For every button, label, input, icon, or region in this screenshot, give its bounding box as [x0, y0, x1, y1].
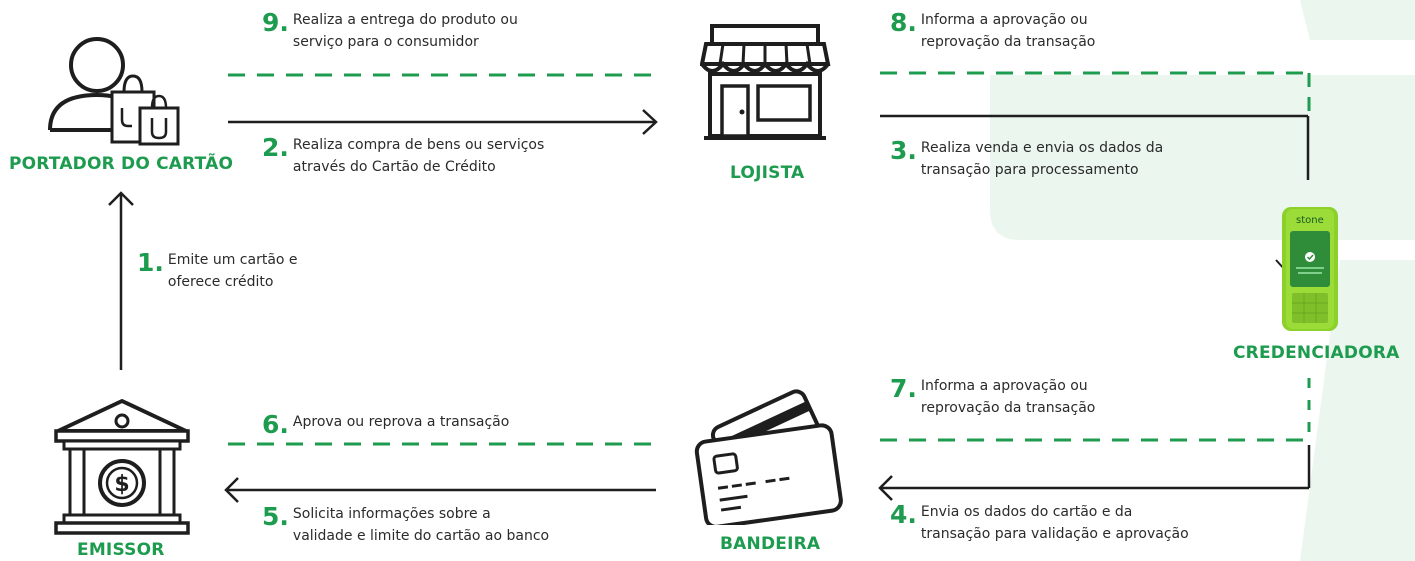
- step-2-text: Realiza compra de bens ou serviços atrav…: [293, 134, 544, 178]
- step-6: 6. Aprova ou reprova a transação: [262, 412, 509, 438]
- bank-icon: $: [54, 399, 190, 535]
- step-9-line-2: serviço para o consumidor: [292, 34, 479, 50]
- step-4-text: Envia os dados do cartão e da transação …: [921, 501, 1189, 545]
- step-9-line-1: Realiza a entrega do produto ou: [292, 12, 518, 28]
- connector-step-1: [108, 191, 134, 370]
- connector-step-8: [880, 71, 1311, 118]
- cardholder-label: PORTADOR DO CARTÃO: [9, 154, 234, 174]
- issuer-label: EMISSOR: [77, 540, 165, 560]
- connector-step-5: [224, 477, 656, 503]
- connector-step-3: [880, 114, 1310, 180]
- step-3-number: 3.: [890, 136, 917, 165]
- merchant-label: LOJISTA: [730, 163, 805, 183]
- connector-step-2: [228, 109, 658, 135]
- terminal-brand: stone: [1296, 215, 1324, 226]
- step-3-line-2: transação para processamento: [920, 162, 1139, 178]
- step-2: 2. Realiza compra de bens ou serviços at…: [262, 135, 544, 178]
- step-9: 9. Realiza a entrega do produto ou servi…: [262, 10, 518, 53]
- step-6-text: Aprova ou reprova a transação: [293, 411, 509, 433]
- step-8: 8. Informa a aprovação ou reprovação da …: [890, 10, 1095, 53]
- card-terminal-icon: [1275, 207, 1338, 331]
- step-1-line-1: Emite um cartão e: [167, 252, 298, 268]
- step-1-number: 1.: [137, 248, 164, 277]
- step-1-text: Emite um cartão e oferece crédito: [168, 249, 298, 293]
- step-7-number: 7.: [890, 374, 917, 403]
- step-3-line-1: Realiza venda e envia os dados da: [920, 140, 1164, 156]
- step-8-line-2: reprovação da transação: [920, 34, 1096, 50]
- step-5-number: 5.: [262, 502, 289, 531]
- step-2-number: 2.: [262, 133, 289, 162]
- step-6-line-1: Aprova ou reprova a transação: [292, 414, 510, 430]
- step-8-text: Informa a aprovação ou reprovação da tra…: [921, 9, 1095, 53]
- step-7-line-1: Informa a aprovação ou: [920, 378, 1088, 394]
- step-9-text: Realiza a entrega do produto ou serviço …: [293, 9, 518, 53]
- connector-step-7: [880, 378, 1311, 442]
- step-7-line-2: reprovação da transação: [920, 400, 1096, 416]
- step-1-line-2: oferece crédito: [167, 274, 274, 290]
- storefront-icon: [700, 24, 831, 140]
- step-3: 3. Realiza venda e envia os dados da tra…: [890, 138, 1163, 181]
- step-5-line-2: validade e limite do cartão ao banco: [292, 528, 550, 544]
- credit-cards-icon: [694, 389, 843, 525]
- step-7: 7. Informa a aprovação ou reprovação da …: [890, 376, 1095, 419]
- step-4-line-1: Envia os dados do cartão e da: [920, 504, 1133, 520]
- step-9-number: 9.: [262, 8, 289, 37]
- step-4-number: 4.: [890, 500, 917, 529]
- step-1: 1. Emite um cartão e oferece crédito: [137, 250, 298, 293]
- step-4: 4. Envia os dados do cartão e da transaç…: [890, 502, 1189, 545]
- svg-text:$: $: [114, 472, 129, 497]
- step-8-line-1: Informa a aprovação ou: [920, 12, 1088, 28]
- step-2-line-2: através do Cartão de Crédito: [292, 159, 496, 175]
- step-6-number: 6.: [262, 410, 289, 439]
- step-2-line-1: Realiza compra de bens ou serviços: [292, 137, 545, 153]
- acquirer-label: CREDENCIADORA: [1233, 343, 1400, 363]
- brand-label: BANDEIRA: [720, 534, 821, 554]
- step-5-text: Solicita informações sobre a validade e …: [293, 503, 549, 547]
- step-3-text: Realiza venda e envia os dados da transa…: [921, 137, 1163, 181]
- step-8-number: 8.: [890, 8, 917, 37]
- connector-step-4: [878, 445, 1311, 501]
- step-5-line-1: Solicita informações sobre a: [292, 506, 491, 522]
- step-4-line-2: transação para validação e aprovação: [920, 526, 1189, 542]
- person-shopping-bags-icon: [48, 37, 180, 146]
- step-5: 5. Solicita informações sobre a validade…: [262, 504, 549, 547]
- step-7-text: Informa a aprovação ou reprovação da tra…: [921, 375, 1095, 419]
